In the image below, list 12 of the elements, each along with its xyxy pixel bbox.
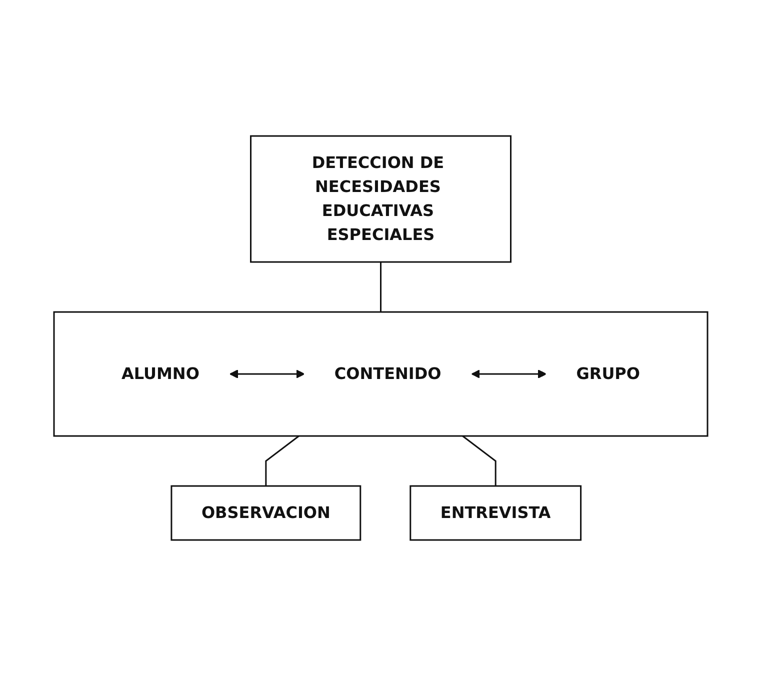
node-text: GRUPO <box>576 364 640 382</box>
connector <box>264 434 300 486</box>
node-box: DETECCION DE NECESIDADES EDUCATIVAS ESPECIALES <box>250 134 512 262</box>
node-box: ENTREVISTA <box>409 484 582 540</box>
connector <box>462 434 496 486</box>
connector <box>380 262 382 312</box>
arrow <box>229 369 305 378</box>
node-text: CONTENIDO <box>334 364 441 382</box>
arrow <box>470 369 546 378</box>
node-text: ALUMNO <box>121 364 200 382</box>
node-box: OBSERVACION <box>170 484 361 540</box>
cluster <box>52 310 708 436</box>
